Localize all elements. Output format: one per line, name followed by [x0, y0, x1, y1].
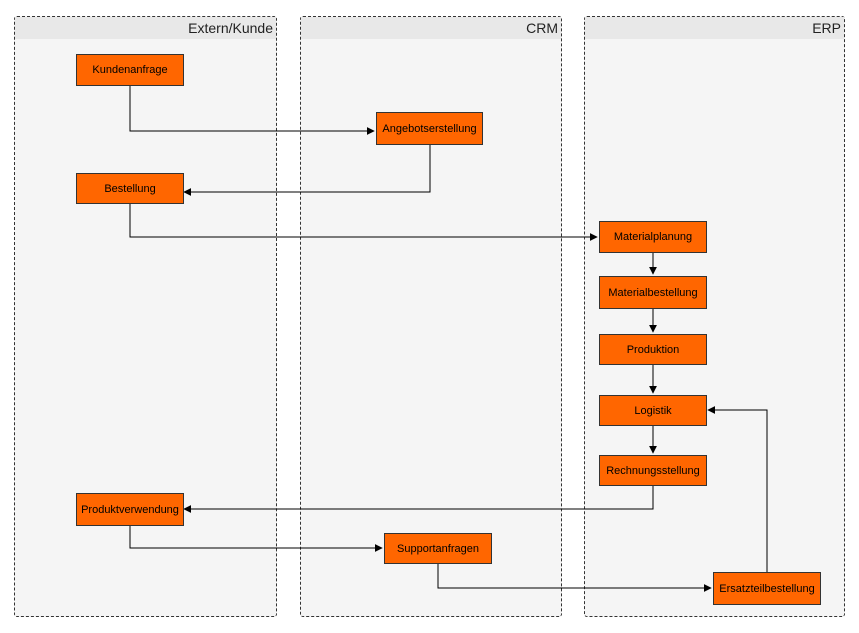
- lane-title: ERP: [812, 20, 841, 36]
- node-label: Logistik: [634, 404, 672, 417]
- node-label: Angebotserstellung: [382, 122, 477, 135]
- node-label: Bestellung: [104, 182, 156, 195]
- node-label: Ersatzteilbestellung: [719, 582, 815, 595]
- node-bestellung: Bestellung: [76, 173, 184, 204]
- node-label: Materialplanung: [613, 231, 693, 243]
- edge-bestellung-materialplanung: [129, 204, 598, 241]
- node-angebotserstellung: Angebotserstellung: [376, 112, 483, 145]
- node-label: Supportanfragen: [397, 542, 479, 555]
- lane-header: ERP: [585, 17, 844, 39]
- node-label: Produktion: [626, 343, 680, 356]
- node-supportanfragen: Supportanfragen: [384, 533, 492, 564]
- node-materialplanung: Materialplanung: [599, 221, 707, 253]
- node-rechnungsstellung: Rechnungsstellung: [599, 455, 707, 486]
- node-kundenanfrage: Kundenanfrage: [76, 54, 184, 86]
- lane-title: Extern/Kunde: [188, 20, 273, 36]
- node-produktverwendung: Produktverwendung: [76, 493, 184, 526]
- node-label: Produktverwendung: [81, 503, 179, 516]
- node-logistik: Logistik: [599, 395, 707, 426]
- node-label: Materialbestellung: [608, 286, 698, 299]
- lane-header: CRM: [301, 17, 561, 39]
- edge-angebotserstellung-bestellung: [183, 145, 431, 196]
- edge-rechnungsstellung-produktverwendung: [183, 486, 654, 513]
- node-materialbestellung: Materialbestellung: [599, 276, 707, 309]
- lane-erp: ERP: [584, 16, 845, 617]
- lane-header: Extern/Kunde: [15, 17, 276, 39]
- node-ersatzteilbestellung: Ersatzteilbestellung: [713, 572, 821, 605]
- edge-supportanfragen-ersatzteilbestellung: [437, 564, 712, 592]
- node-label: Rechnungsstellung: [606, 464, 700, 477]
- edge-produktverwendung-supportanfragen: [129, 526, 383, 552]
- lane-title: CRM: [526, 20, 558, 36]
- edge-kundenanfrage-angebotserstellung: [129, 86, 375, 135]
- edge-ersatzteilbestellung-logistik: [707, 406, 768, 572]
- node-produktion: Produktion: [599, 334, 707, 365]
- node-label: Kundenanfrage: [92, 64, 168, 76]
